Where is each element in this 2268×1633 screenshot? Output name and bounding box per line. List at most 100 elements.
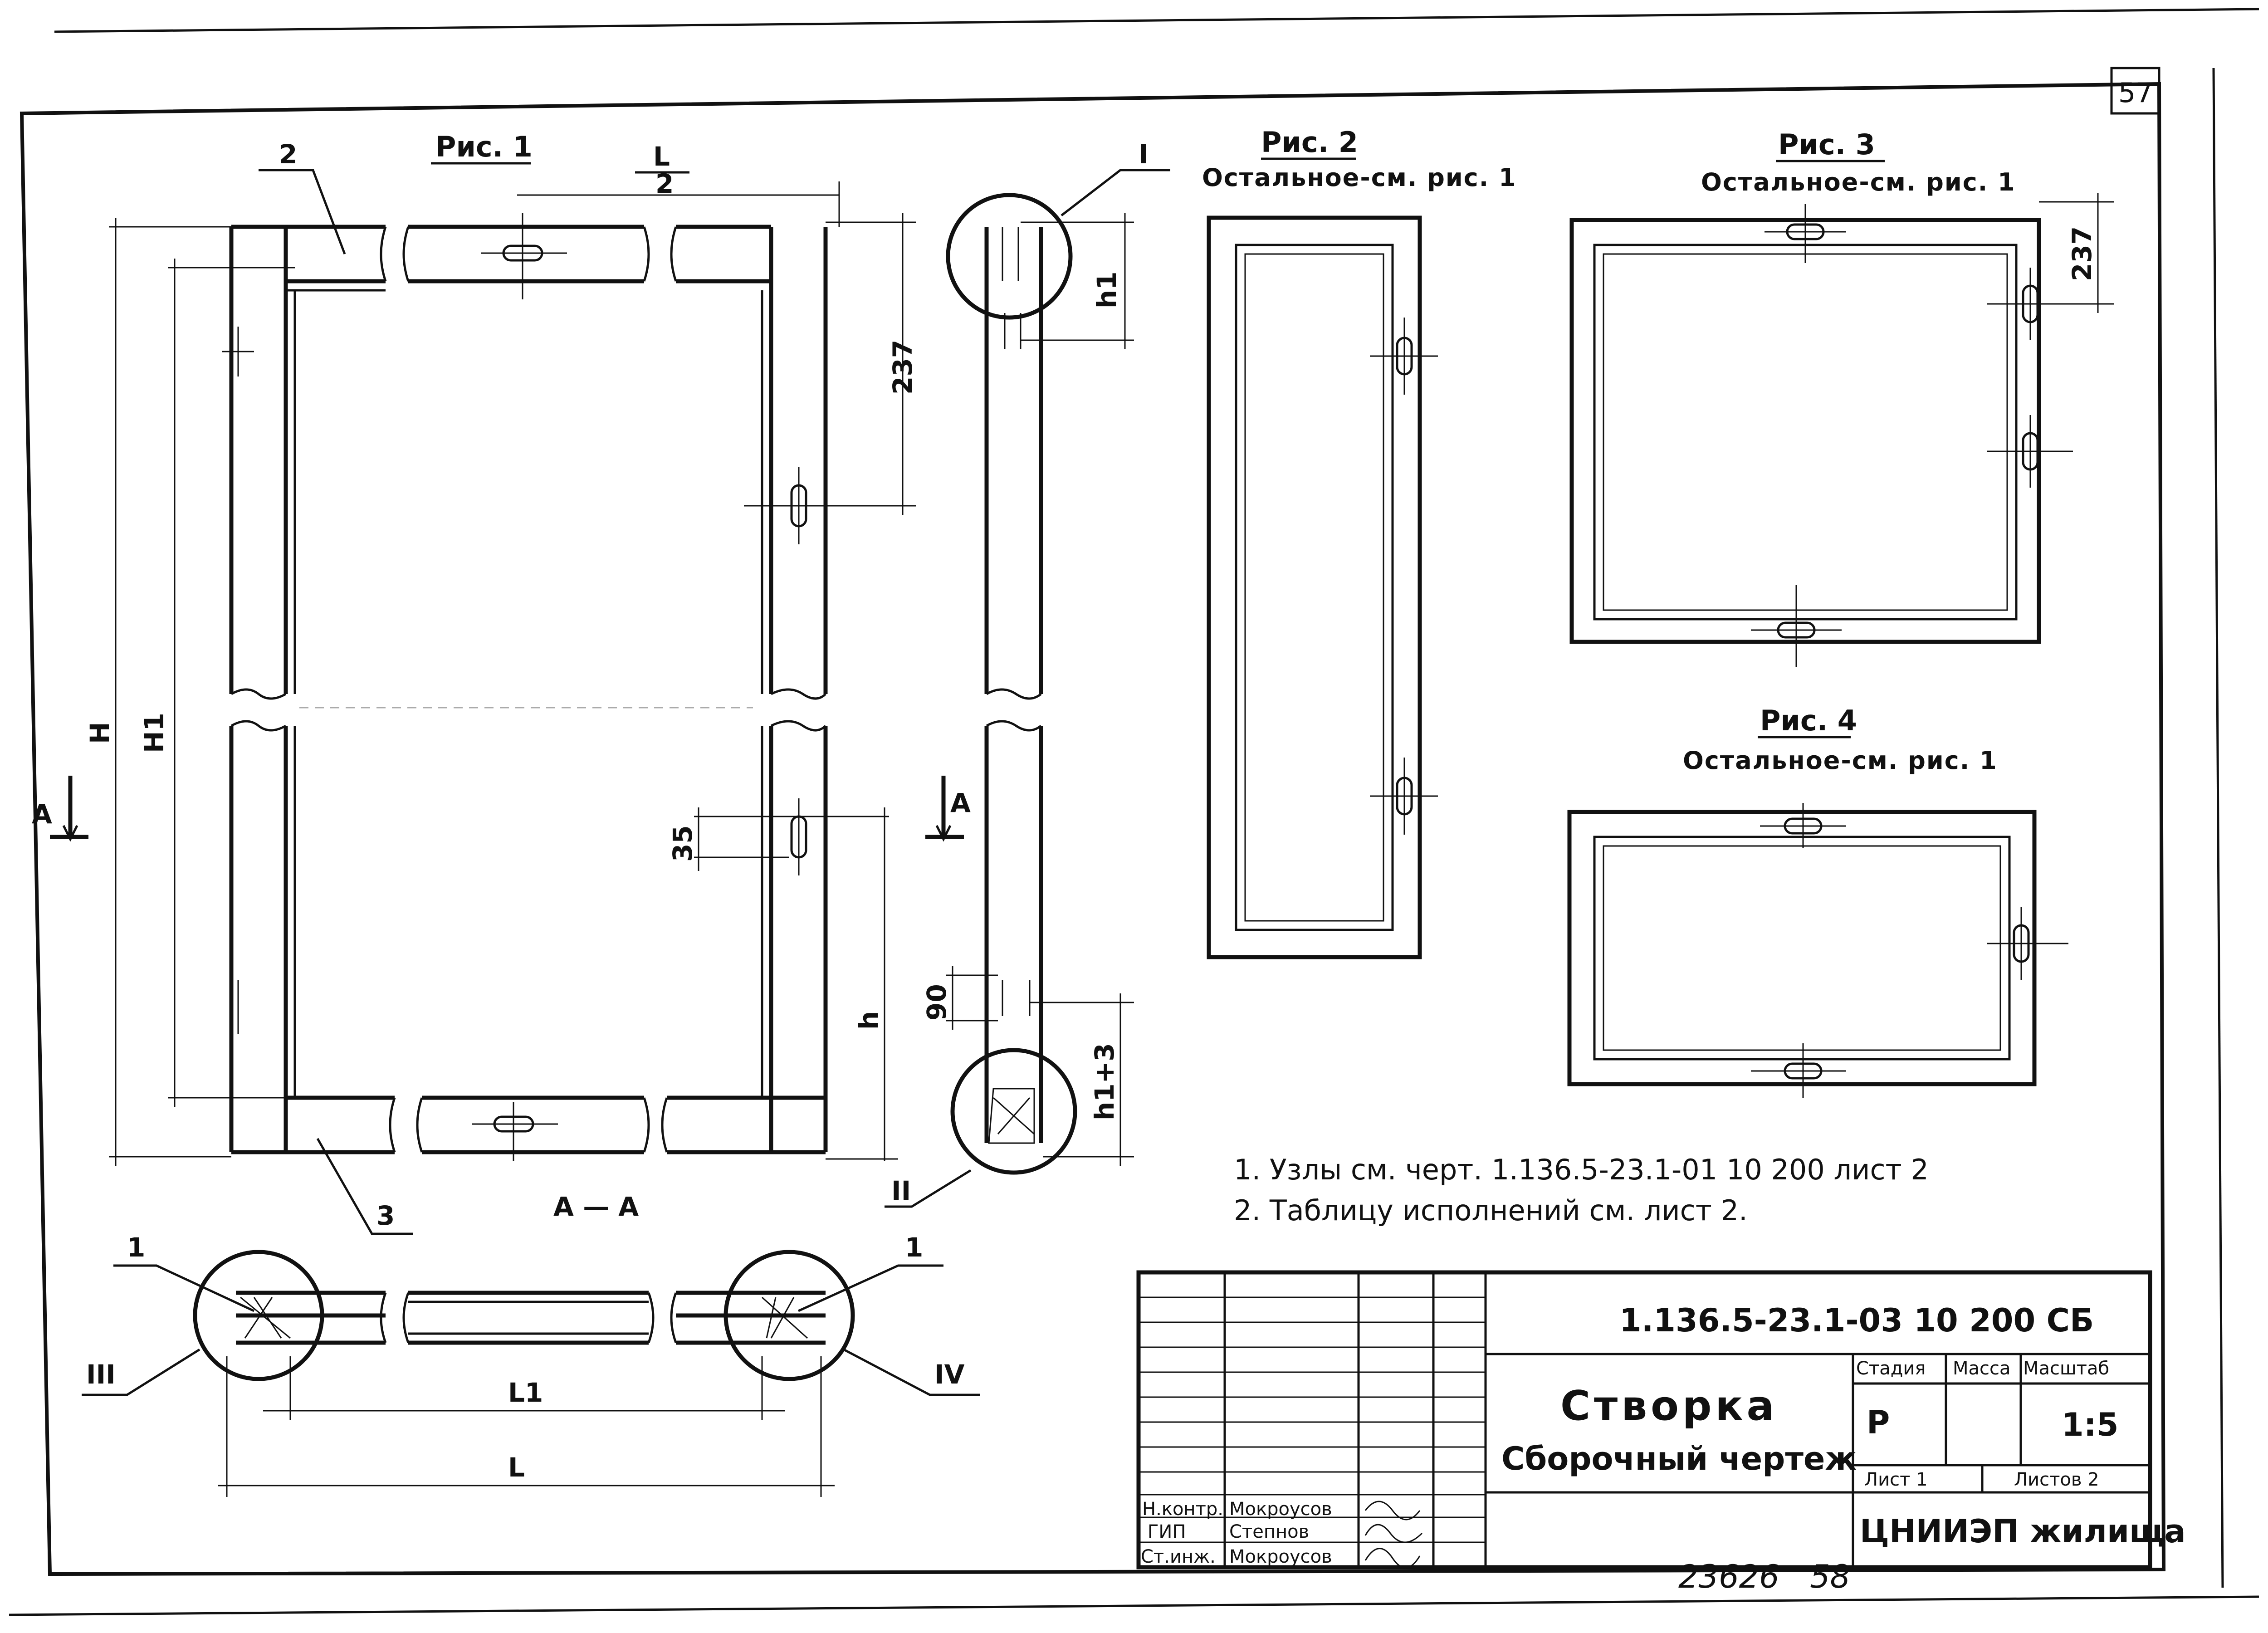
node-I-label: I — [1139, 139, 1149, 170]
pos-2-leader — [259, 169, 346, 254]
section-aa-title: А — А — [553, 1191, 639, 1222]
pos-1-left-label: 1 — [127, 1232, 145, 1263]
dim-h1-plus-3: h1+3 — [1089, 1043, 1120, 1120]
dim-h1-line — [1021, 213, 1134, 349]
node-II-circle — [950, 1048, 1077, 1175]
title-line-1: Створка — [1560, 1382, 1778, 1430]
dim-L-line — [218, 1356, 835, 1497]
fig4-hinges — [1751, 803, 2068, 1098]
dim-237-fig1: 237 — [887, 340, 918, 395]
section-a-right-marker — [925, 776, 964, 842]
dim-90-line — [946, 966, 998, 1030]
dim-H1-line — [168, 259, 295, 1107]
fig2-hinges — [1370, 318, 1438, 835]
stage-label: Стадия — [1856, 1358, 1926, 1379]
node-I-leader — [1061, 169, 1170, 216]
dim-237-fig3-line — [2039, 193, 2114, 313]
frame-top-edge — [54, 8, 2259, 33]
signature-role-2: ГИП — [1148, 1521, 1186, 1542]
node-column-lower — [984, 720, 1043, 1143]
fig4-title: Рис. 4 — [1760, 704, 1857, 737]
fig1-right-stile-lower — [761, 720, 828, 1152]
frame-bottom-edge — [9, 1595, 2259, 1616]
mass-label: Масса — [1953, 1358, 2011, 1379]
dim-L1-line — [263, 1356, 785, 1420]
dim-237-line — [826, 213, 916, 515]
dim-H: H — [84, 722, 115, 744]
fig3-subtitle: Остальное-см. рис. 1 — [1701, 168, 2016, 196]
dim-237-fig3: 237 — [2067, 226, 2097, 281]
handwritten-signatures — [1364, 1501, 1423, 1569]
fig1-left-latch — [222, 327, 254, 1034]
dim-h-line — [826, 807, 898, 1161]
fig2-subtitle: Остальное-см. рис. 1 — [1202, 163, 1517, 192]
dim-L1: L1 — [508, 1377, 543, 1408]
dim-h1p3-line — [1030, 993, 1134, 1166]
node-I-circle — [946, 193, 1073, 320]
scale-label: Масштаб — [2023, 1358, 2109, 1379]
node-III-circle — [193, 1250, 324, 1381]
pos-1-right-label: 1 — [905, 1232, 923, 1263]
fig1-right-stile-upper — [761, 227, 828, 700]
signature-name-2: Степнов — [1229, 1521, 1309, 1542]
node-IV-leader — [843, 1348, 980, 1396]
note-1: 1. Узлы см. черт. 1.136.5-23.1-01 10 200… — [1234, 1153, 1929, 1186]
fig3-title: Рис. 3 — [1778, 128, 1875, 161]
stage-value: Р — [1867, 1404, 1890, 1441]
fig4-sash — [1567, 810, 2037, 1086]
sheet-number: 57 — [2118, 77, 2153, 109]
dim-L: L — [508, 1452, 525, 1483]
pos-1-left-leader — [113, 1264, 255, 1312]
fig2-sash — [1207, 215, 1422, 959]
dim-h1: h1 — [1091, 271, 1122, 308]
section-aa-profile — [236, 1291, 826, 1345]
node-III-label: III — [86, 1359, 116, 1390]
fig3-sash — [1569, 218, 2041, 644]
fig1-top-rail — [286, 225, 771, 292]
drawing-frame — [20, 82, 2166, 1576]
organization: ЦНИИЭП жилища — [1860, 1513, 2186, 1550]
fig4-subtitle: Остальное-см. рис. 1 — [1683, 746, 1998, 775]
dim-half-l — [517, 171, 840, 227]
pos-3-label: 3 — [376, 1200, 395, 1231]
fig1-left-stile-lower — [229, 720, 296, 1152]
node-IV-circle — [723, 1250, 855, 1381]
node-II-label: II — [891, 1175, 911, 1206]
node-IV-label: IV — [934, 1359, 965, 1390]
node-column-upper — [984, 227, 1043, 700]
fig1-title: Рис. 1 — [435, 130, 533, 163]
fig1-top-hinge-axis — [481, 213, 567, 299]
dim-90: 90 — [921, 984, 952, 1021]
dim-H-line — [109, 218, 254, 1166]
section-a-left-marker — [50, 776, 88, 842]
dim-35: 35 — [667, 825, 698, 862]
title-line-2: Сборочный чертеж — [1501, 1440, 1857, 1477]
note-2: 2. Таблицу исполнений см. лист 2. — [1234, 1194, 1748, 1227]
node-II-leader — [885, 1169, 972, 1208]
pos-3-leader — [316, 1138, 413, 1235]
fig2-title: Рис. 2 — [1261, 126, 1358, 159]
pos-1-right-leader — [797, 1264, 943, 1312]
sheet-label: Лист 1 — [1864, 1469, 1928, 1490]
section-a-right-label: А — [950, 787, 971, 818]
dim-35-line — [694, 807, 889, 871]
pos-2-label: 2 — [279, 139, 297, 170]
document-code: 1.136.5-23.1-03 10 200 СБ — [1619, 1302, 2094, 1339]
signature-name-1: Мокроусов — [1229, 1499, 1332, 1520]
frame-right-edge — [2212, 68, 2224, 1588]
scale-value: 1:5 — [2062, 1406, 2118, 1443]
node-III-leader — [82, 1348, 200, 1396]
fig3-hinges — [1751, 204, 2073, 667]
dim-half-l-num: L — [653, 141, 670, 172]
page-number: 58 — [1810, 1558, 1850, 1595]
signature-role-1: Н.контр. — [1142, 1499, 1223, 1520]
inventory-number: 23626 — [1678, 1558, 1779, 1595]
sheet-number-box — [2110, 67, 2160, 115]
section-a-left-label: А — [32, 799, 52, 830]
dim-half-l-den: 2 — [655, 168, 674, 199]
dim-h: h — [853, 1011, 884, 1030]
title-block-grid — [1136, 1270, 2152, 1569]
node-II-hatch — [988, 1088, 1035, 1144]
fig1-left-stile-upper — [229, 225, 296, 700]
